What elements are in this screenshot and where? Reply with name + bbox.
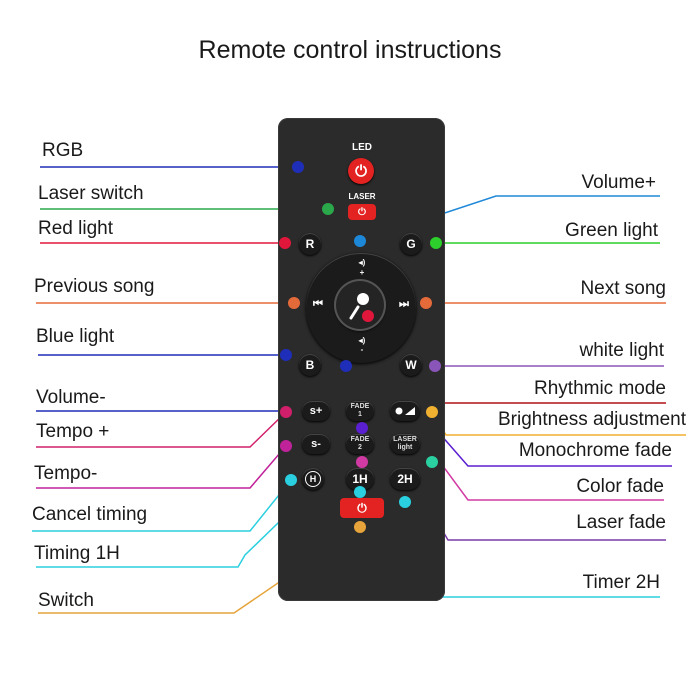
label-white-light: white light <box>579 340 665 361</box>
timing-1h-button[interactable]: 1H <box>346 468 374 490</box>
next-song-icon[interactable]: ⏭ <box>399 298 409 310</box>
volume-minus-icon[interactable]: ◂) <box>358 336 366 345</box>
dot-tempo-plus <box>280 406 292 418</box>
label-blue-light: Blue light <box>36 326 115 347</box>
dot-rgb <box>292 161 304 173</box>
green-light-button[interactable]: G <box>400 233 422 255</box>
dot-green-light <box>430 237 442 249</box>
dot-switch <box>354 521 366 533</box>
dot-laser-switch <box>322 203 334 215</box>
microphone-icon <box>349 293 369 320</box>
label-tempo-minus: Tempo- <box>34 463 98 484</box>
label-volume-plus: Volume+ <box>581 172 656 193</box>
fade2-button[interactable]: FADE 2 <box>346 434 374 454</box>
dot-previous-song <box>288 297 300 309</box>
dot-volume-minus <box>340 360 352 372</box>
brightness-icon <box>395 407 415 415</box>
laser-power-button[interactable]: ⏻ <box>348 204 376 220</box>
label-monochrome-fade: Monochrome fade <box>518 440 672 461</box>
dot-laser-fade <box>426 456 438 468</box>
tempo-plus-button[interactable]: s+ <box>302 401 330 421</box>
rhythmic-mode-button[interactable] <box>336 281 384 329</box>
dot-timer-2h <box>399 496 411 508</box>
volume-plus-sign: + <box>359 268 365 277</box>
tempo-minus-button[interactable]: s- <box>302 434 330 454</box>
label-switch: Switch <box>38 590 94 611</box>
label-brightness-adjustment: Brightness adjustment <box>498 409 686 430</box>
label-volume-minus: Volume- <box>36 387 106 408</box>
dot-cancel-timing <box>285 474 297 486</box>
dot-brightness <box>426 406 438 418</box>
label-cancel-timing: Cancel timing <box>32 504 148 525</box>
dot-blue-light <box>280 349 292 361</box>
led-label: LED <box>352 142 372 153</box>
label-red-light: Red light <box>38 218 113 239</box>
dot-color-fade <box>356 456 368 468</box>
volume-plus-icon[interactable]: ◂) <box>358 258 366 267</box>
label-next-song: Next song <box>580 278 666 299</box>
page-title: Remote control instructions <box>198 36 502 64</box>
dot-monochrome-fade <box>356 422 368 434</box>
brightness-button[interactable] <box>390 401 420 421</box>
switch-power-button[interactable]: ⏻ <box>340 498 384 518</box>
line-tempo-plus <box>36 411 287 448</box>
dot-rhythmic-mode <box>362 310 374 322</box>
line-tempo-minus <box>36 445 287 489</box>
line-cancel-timing <box>32 479 292 532</box>
laser-label: LASER <box>348 192 376 201</box>
white-light-button[interactable]: W <box>400 354 422 376</box>
red-light-button[interactable]: R <box>299 233 321 255</box>
label-laser-switch: Laser switch <box>38 183 144 204</box>
label-tempo-plus: Tempo + <box>36 421 110 442</box>
cancel-timing-button[interactable]: H <box>302 468 324 490</box>
blue-light-button[interactable]: B <box>299 354 321 376</box>
label-color-fade: Color fade <box>576 476 664 497</box>
dot-next-song <box>420 297 432 309</box>
previous-song-icon[interactable]: ⏮ <box>313 298 323 310</box>
label-rgb: RGB <box>42 140 84 161</box>
label-timing-1h: Timing 1H <box>34 543 120 564</box>
dot-timing-1h <box>354 486 366 498</box>
label-timer-2h: Timer 2H <box>582 572 660 593</box>
label-previous-song: Previous song <box>34 276 155 297</box>
dot-tempo-minus <box>280 440 292 452</box>
remote-control-body: LED ⏻ LASER ⏻ R G ◂) + ⏮ ⏭ ◂) - B W s+ F… <box>278 118 445 601</box>
label-green-light: Green light <box>565 220 658 241</box>
label-rhythmic-mode: Rhythmic mode <box>534 378 666 399</box>
led-power-button[interactable]: ⏻ <box>348 158 374 184</box>
dot-white-light <box>429 360 441 372</box>
dot-volume-plus <box>354 235 366 247</box>
cancel-timing-icon: H <box>305 471 321 487</box>
label-laser-fade: Laser fade <box>576 512 666 533</box>
fade1-button[interactable]: FADE 1 <box>346 401 374 421</box>
dot-red-light <box>279 237 291 249</box>
laser-light-button[interactable]: LASER light <box>390 434 420 454</box>
volume-minus-sign: - <box>360 345 364 354</box>
timer-2h-button[interactable]: 2H <box>390 468 420 490</box>
